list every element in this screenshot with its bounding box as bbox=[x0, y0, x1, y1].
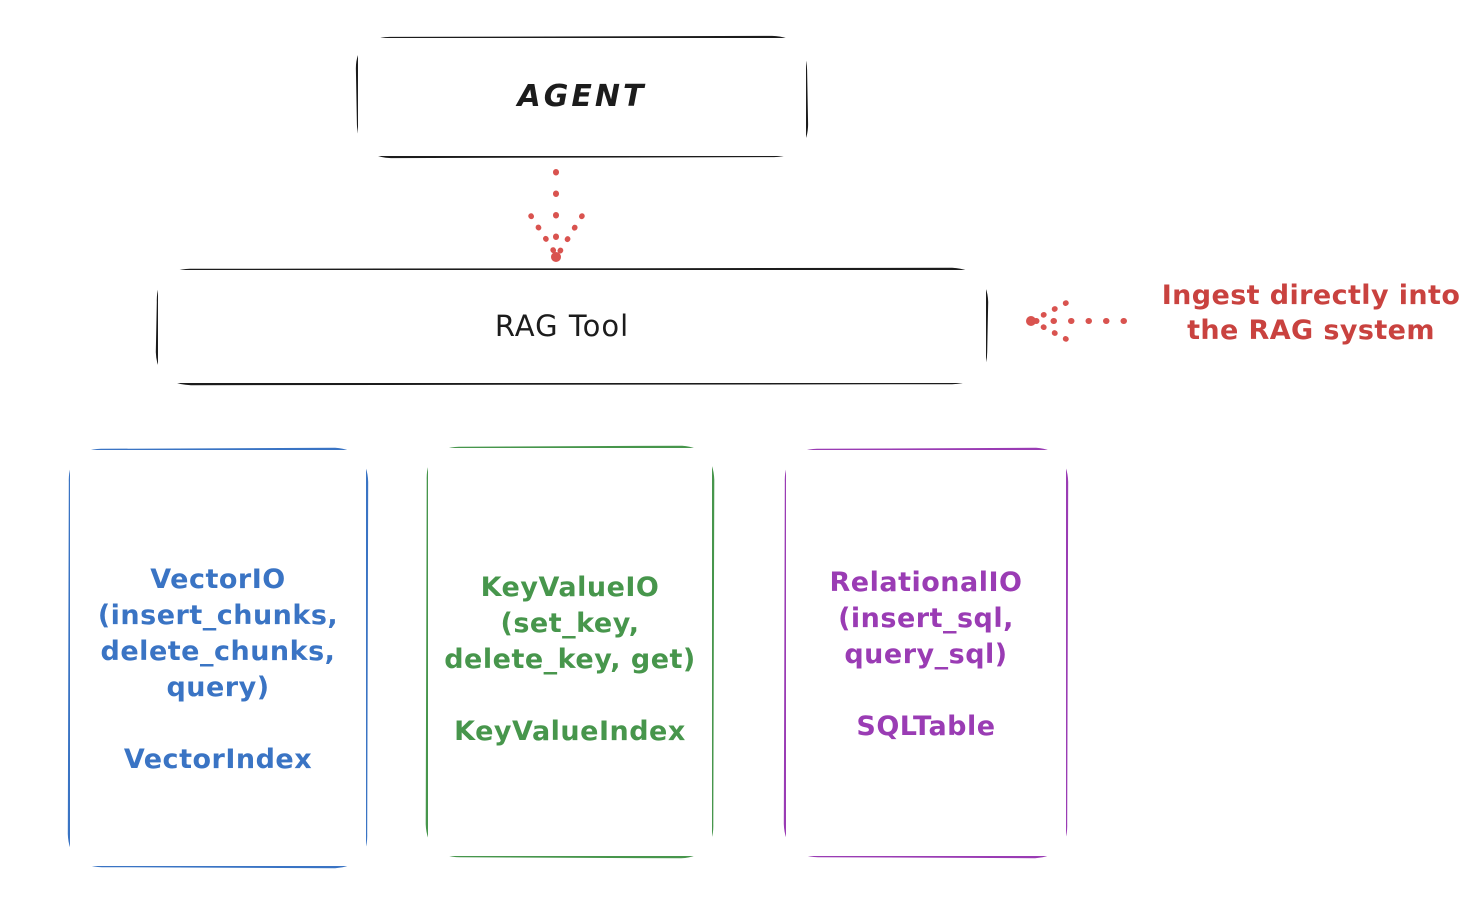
ingest-arrow bbox=[1026, 300, 1127, 342]
node-key-value-io[interactable]: KeyValueIO (set_key, delete_key, get) Ke… bbox=[428, 448, 712, 856]
node-relational-io[interactable]: RelationalIO (insert_sql, query_sql) SQL… bbox=[786, 450, 1066, 856]
node-agent-label: AGENT bbox=[517, 78, 647, 114]
agent-to-rag-tool-arrow bbox=[528, 169, 585, 262]
ingest-annotation-text: Ingest directly into the RAG system bbox=[1161, 280, 1461, 346]
node-key-value-io-label: KeyValueIO (set_key, delete_key, get) Ke… bbox=[444, 572, 696, 747]
node-vector-io-label: VectorIO (insert_chunks, delete_chunks, … bbox=[97, 564, 339, 775]
node-agent[interactable]: AGENT bbox=[358, 38, 806, 156]
node-rag-tool-label: RAG Tool bbox=[494, 309, 630, 344]
node-vector-io[interactable]: VectorIO (insert_chunks, delete_chunks, … bbox=[70, 450, 366, 866]
node-rag-tool[interactable]: RAG Tool bbox=[158, 270, 986, 383]
node-relational-io-label: RelationalIO (insert_sql, query_sql) SQL… bbox=[829, 567, 1023, 742]
